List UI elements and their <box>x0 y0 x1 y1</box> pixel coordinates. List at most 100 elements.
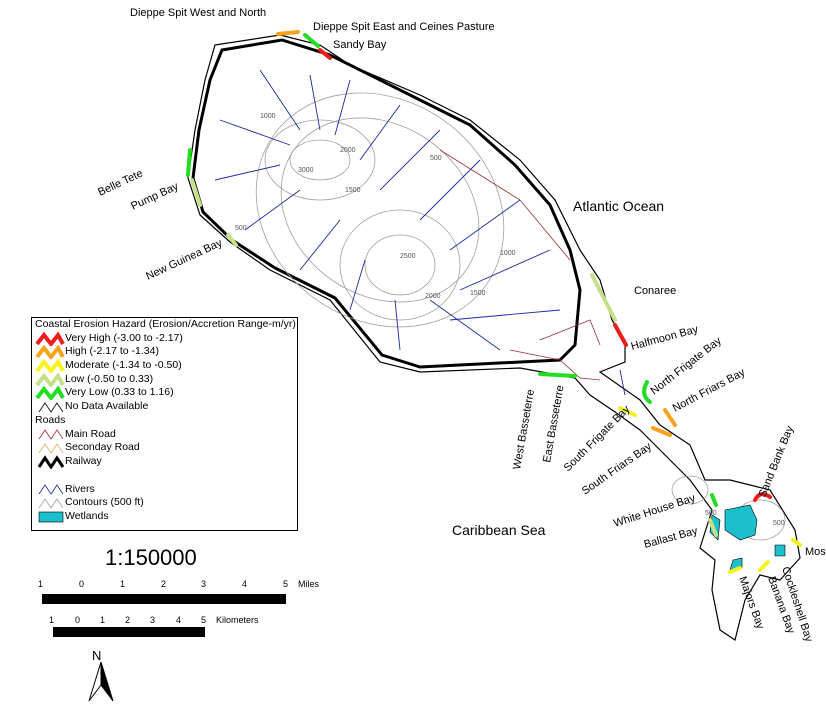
hazard-sand-bank <box>753 492 772 502</box>
legend-label: High (-2.17 to -1.34) <box>65 345 159 358</box>
km-tick: 1 <box>100 615 106 625</box>
legend-title: Coastal Erosion Hazard (Erosion/Accretio… <box>35 318 296 330</box>
label-new-guinea: New Guinea Bay <box>144 237 224 283</box>
label-ballast: Ballast Bay <box>643 525 700 551</box>
contour-label: 500 <box>430 155 442 162</box>
no-data-swatch-icon <box>38 402 64 413</box>
km-tick: 5 <box>201 615 207 625</box>
hazard-white-house <box>710 493 718 507</box>
moderate-swatch-icon <box>35 358 65 373</box>
hazard-belle-tete <box>186 148 192 177</box>
contour-label: 500 <box>773 520 785 527</box>
legend-wetlands: Wetlands <box>32 510 297 524</box>
contour-label: 1500 <box>345 187 361 194</box>
km-unit: Kilometers <box>216 615 259 625</box>
legend-label: Rivers <box>65 482 95 495</box>
hazard-pump-bay <box>190 178 202 207</box>
legend-high: High (-2.17 to -1.34) <box>32 345 297 360</box>
legend-very-high: Very High (-3.00 to -2.17) <box>32 331 297 346</box>
km-tick: 3 <box>150 615 156 625</box>
km-tick: 1 <box>49 615 55 625</box>
miles-tick: 0 <box>79 579 85 589</box>
label-pump-bay: Pump Bay <box>129 180 181 213</box>
km-tick: 2 <box>125 615 131 625</box>
north-arrow: N <box>88 648 114 702</box>
miles-tick: 3 <box>201 579 207 589</box>
north-label: N <box>92 648 101 663</box>
legend-label: Low (-0.50 to 0.33) <box>65 372 154 385</box>
hazard-mos <box>791 538 802 547</box>
legend-rivers: Rivers <box>32 483 297 497</box>
miles-tick: 4 <box>242 579 248 589</box>
label-conaree: Conaree <box>634 285 676 297</box>
legend-label: Railway <box>65 454 102 467</box>
hazard-dieppe-east <box>303 33 320 48</box>
legend-label: Very High (-3.00 to -2.17) <box>65 331 183 344</box>
label-sand-bank: Sand Bank Bay <box>757 424 797 499</box>
legend-label: Main Road <box>65 427 116 440</box>
label-caribbean: Caribbean Sea <box>452 522 546 538</box>
hazard-sandy-bay <box>318 48 332 60</box>
legend-label: Wetlands <box>65 509 109 522</box>
miles-unit: Miles <box>298 579 320 589</box>
contour-label: 2000 <box>340 147 356 154</box>
legend-label: Moderate (-1.34 to -0.50) <box>65 359 182 372</box>
label-east-basseterre: East Basseterre <box>541 384 566 463</box>
label-west-basseterre: West Basseterre <box>511 389 537 471</box>
railway-swatch-icon <box>37 455 65 469</box>
legend-label: No Data Available <box>65 400 149 413</box>
label-belle-tete: Belle Tete <box>96 168 145 199</box>
label-dieppe-west: Dieppe Spit West and North <box>130 7 266 19</box>
contour-label: 3000 <box>298 167 314 174</box>
legend-label: Seconday Road <box>65 441 140 454</box>
hazard-north-frigate <box>642 380 652 404</box>
contour-label: 2000 <box>425 293 441 300</box>
hazard-dieppe-west <box>276 30 300 36</box>
contours <box>255 92 786 541</box>
miles-tick: 2 <box>161 579 167 589</box>
legend-roads-title: Roads <box>35 413 66 426</box>
contour-label: 2500 <box>400 253 416 260</box>
legend-main-road: Main Road <box>32 428 297 442</box>
km-bar <box>53 627 205 637</box>
very-high-swatch-icon <box>35 331 65 346</box>
rivers <box>214 69 626 396</box>
miles-tick: 5 <box>283 579 289 589</box>
contour-label: 1000 <box>260 113 276 120</box>
km-tick: 0 <box>75 615 81 625</box>
legend-railway: Railway <box>32 455 297 469</box>
hazard-banana <box>758 560 770 572</box>
st-kitts-outline <box>187 34 801 641</box>
high-swatch-icon <box>35 345 65 360</box>
secondary-road-swatch-icon <box>38 443 64 454</box>
hazard-basseterre <box>538 372 577 378</box>
legend-contours: Contours (500 ft) <box>32 496 297 510</box>
contours-swatch-icon <box>38 498 64 509</box>
contour-label: 500 <box>705 510 717 517</box>
roads <box>439 149 601 381</box>
hazard-south-friars <box>651 426 672 437</box>
map-legend: Coastal Erosion Hazard (Erosion/Accretio… <box>31 317 298 531</box>
hazard-halfmoon <box>613 323 628 347</box>
hazard-conaree <box>590 273 617 322</box>
legend-label: Very Low (0.33 to 1.16) <box>65 386 174 399</box>
very-low-swatch-icon <box>35 386 65 401</box>
contour-label: 1500 <box>470 290 486 297</box>
miles-tick: 1 <box>38 579 44 589</box>
contour-label: 1000 <box>500 250 516 257</box>
label-atlantic: Atlantic Ocean <box>573 198 664 214</box>
main-road-swatch-icon <box>38 429 64 441</box>
legend-low: Low (-0.50 to 0.33) <box>32 372 297 387</box>
miles-bar <box>42 594 286 604</box>
hazard-majors <box>728 566 742 574</box>
wetlands-swatch-icon <box>38 511 64 523</box>
legend-label: Contours (500 ft) <box>65 496 144 509</box>
label-halfmoon: Halfmoon Bay <box>630 323 700 353</box>
rivers-swatch-icon <box>38 484 64 496</box>
label-sandy-bay: Sandy Bay <box>333 39 387 51</box>
miles-tick: 1 <box>120 579 126 589</box>
hazard-north-friars <box>663 408 677 427</box>
label-mos: Mos <box>805 546 826 558</box>
